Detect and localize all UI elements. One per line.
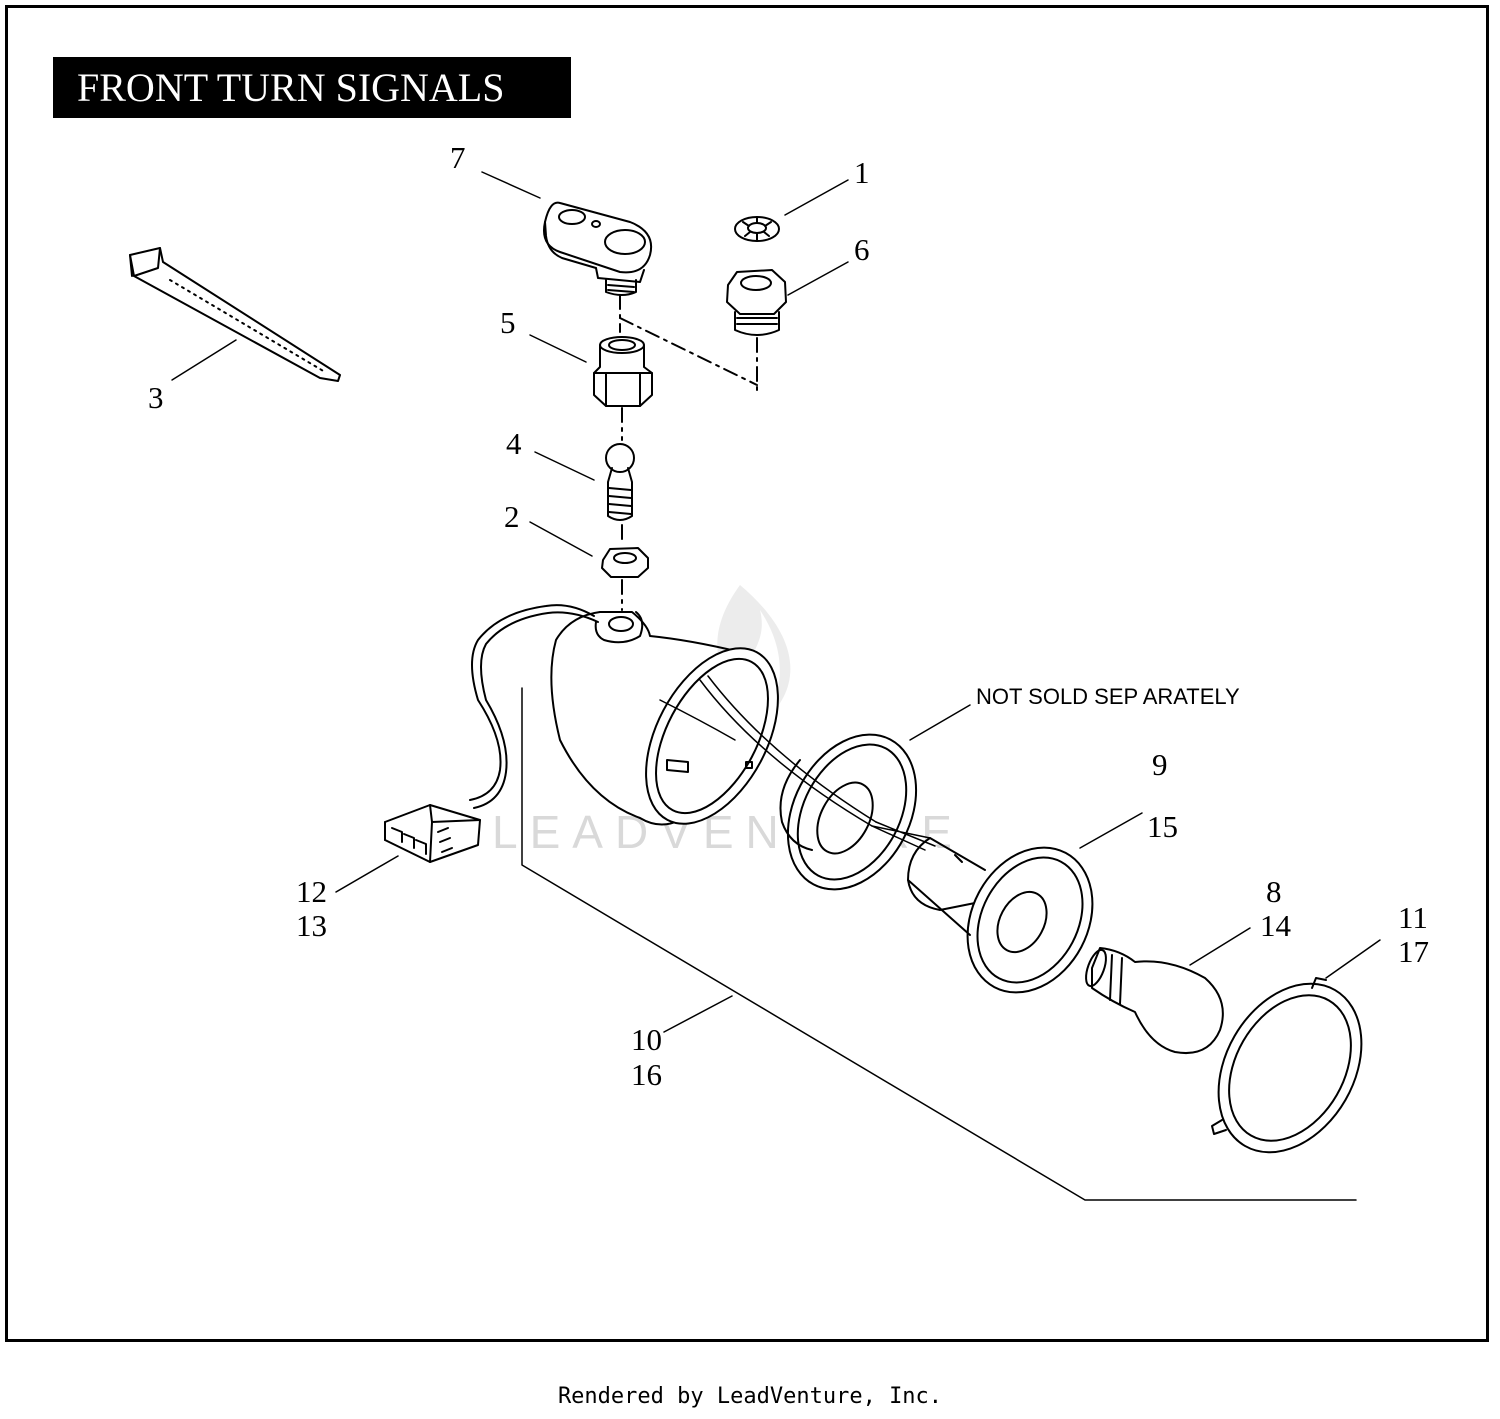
callout-16: 16 [631, 1057, 662, 1092]
callout-2: 2 [504, 499, 520, 534]
assembly-axis-lines [619, 294, 758, 611]
not-sold-separately-note: NOT SOLD SEP ARATELY [976, 684, 1240, 709]
callout-12: 12 [296, 874, 327, 909]
callout-7: 7 [450, 140, 466, 175]
diagram-frame [5, 5, 1489, 1342]
callout-14: 14 [1260, 908, 1292, 943]
callout-8: 8 [1266, 874, 1282, 909]
hex-nut-6 [726, 269, 787, 336]
socket-wires [699, 675, 936, 851]
cable-tie [129, 247, 341, 382]
hex-nut-2 [601, 547, 649, 578]
callout-5: 5 [500, 305, 516, 340]
callout-4: 4 [506, 426, 522, 461]
callout-15: 15 [1147, 809, 1178, 844]
lamp-gasket [779, 733, 918, 891]
lock-washer [734, 216, 780, 242]
signal-wire [469, 604, 599, 809]
bulb-socket [907, 837, 1094, 994]
turn-signal-bulb [1085, 947, 1224, 1054]
callout-11: 11 [1398, 900, 1428, 935]
callout-13: 13 [296, 908, 327, 943]
callout-1: 1 [854, 155, 870, 190]
rendered-by-footer: Rendered by LeadVenture, Inc. [557, 1384, 943, 1409]
ball-stud [605, 443, 635, 521]
threaded-coupling [593, 336, 653, 407]
leader-lines [171, 171, 1381, 1201]
callout-6: 6 [854, 232, 870, 267]
callout-9: 9 [1152, 747, 1168, 782]
callout-17: 17 [1398, 934, 1429, 969]
wire-connector [384, 804, 481, 863]
callout-10: 10 [631, 1022, 662, 1057]
callout-numbers: 7 1 6 5 3 4 2 9 15 8 14 11 17 12 13 10 1… [148, 140, 1429, 1092]
diagram-title: FRONT TURN SIGNALS [53, 57, 571, 118]
mounting-bracket [543, 201, 652, 296]
callout-3: 3 [148, 380, 164, 415]
signal-housing [550, 611, 779, 826]
signal-lens [1211, 977, 1363, 1154]
